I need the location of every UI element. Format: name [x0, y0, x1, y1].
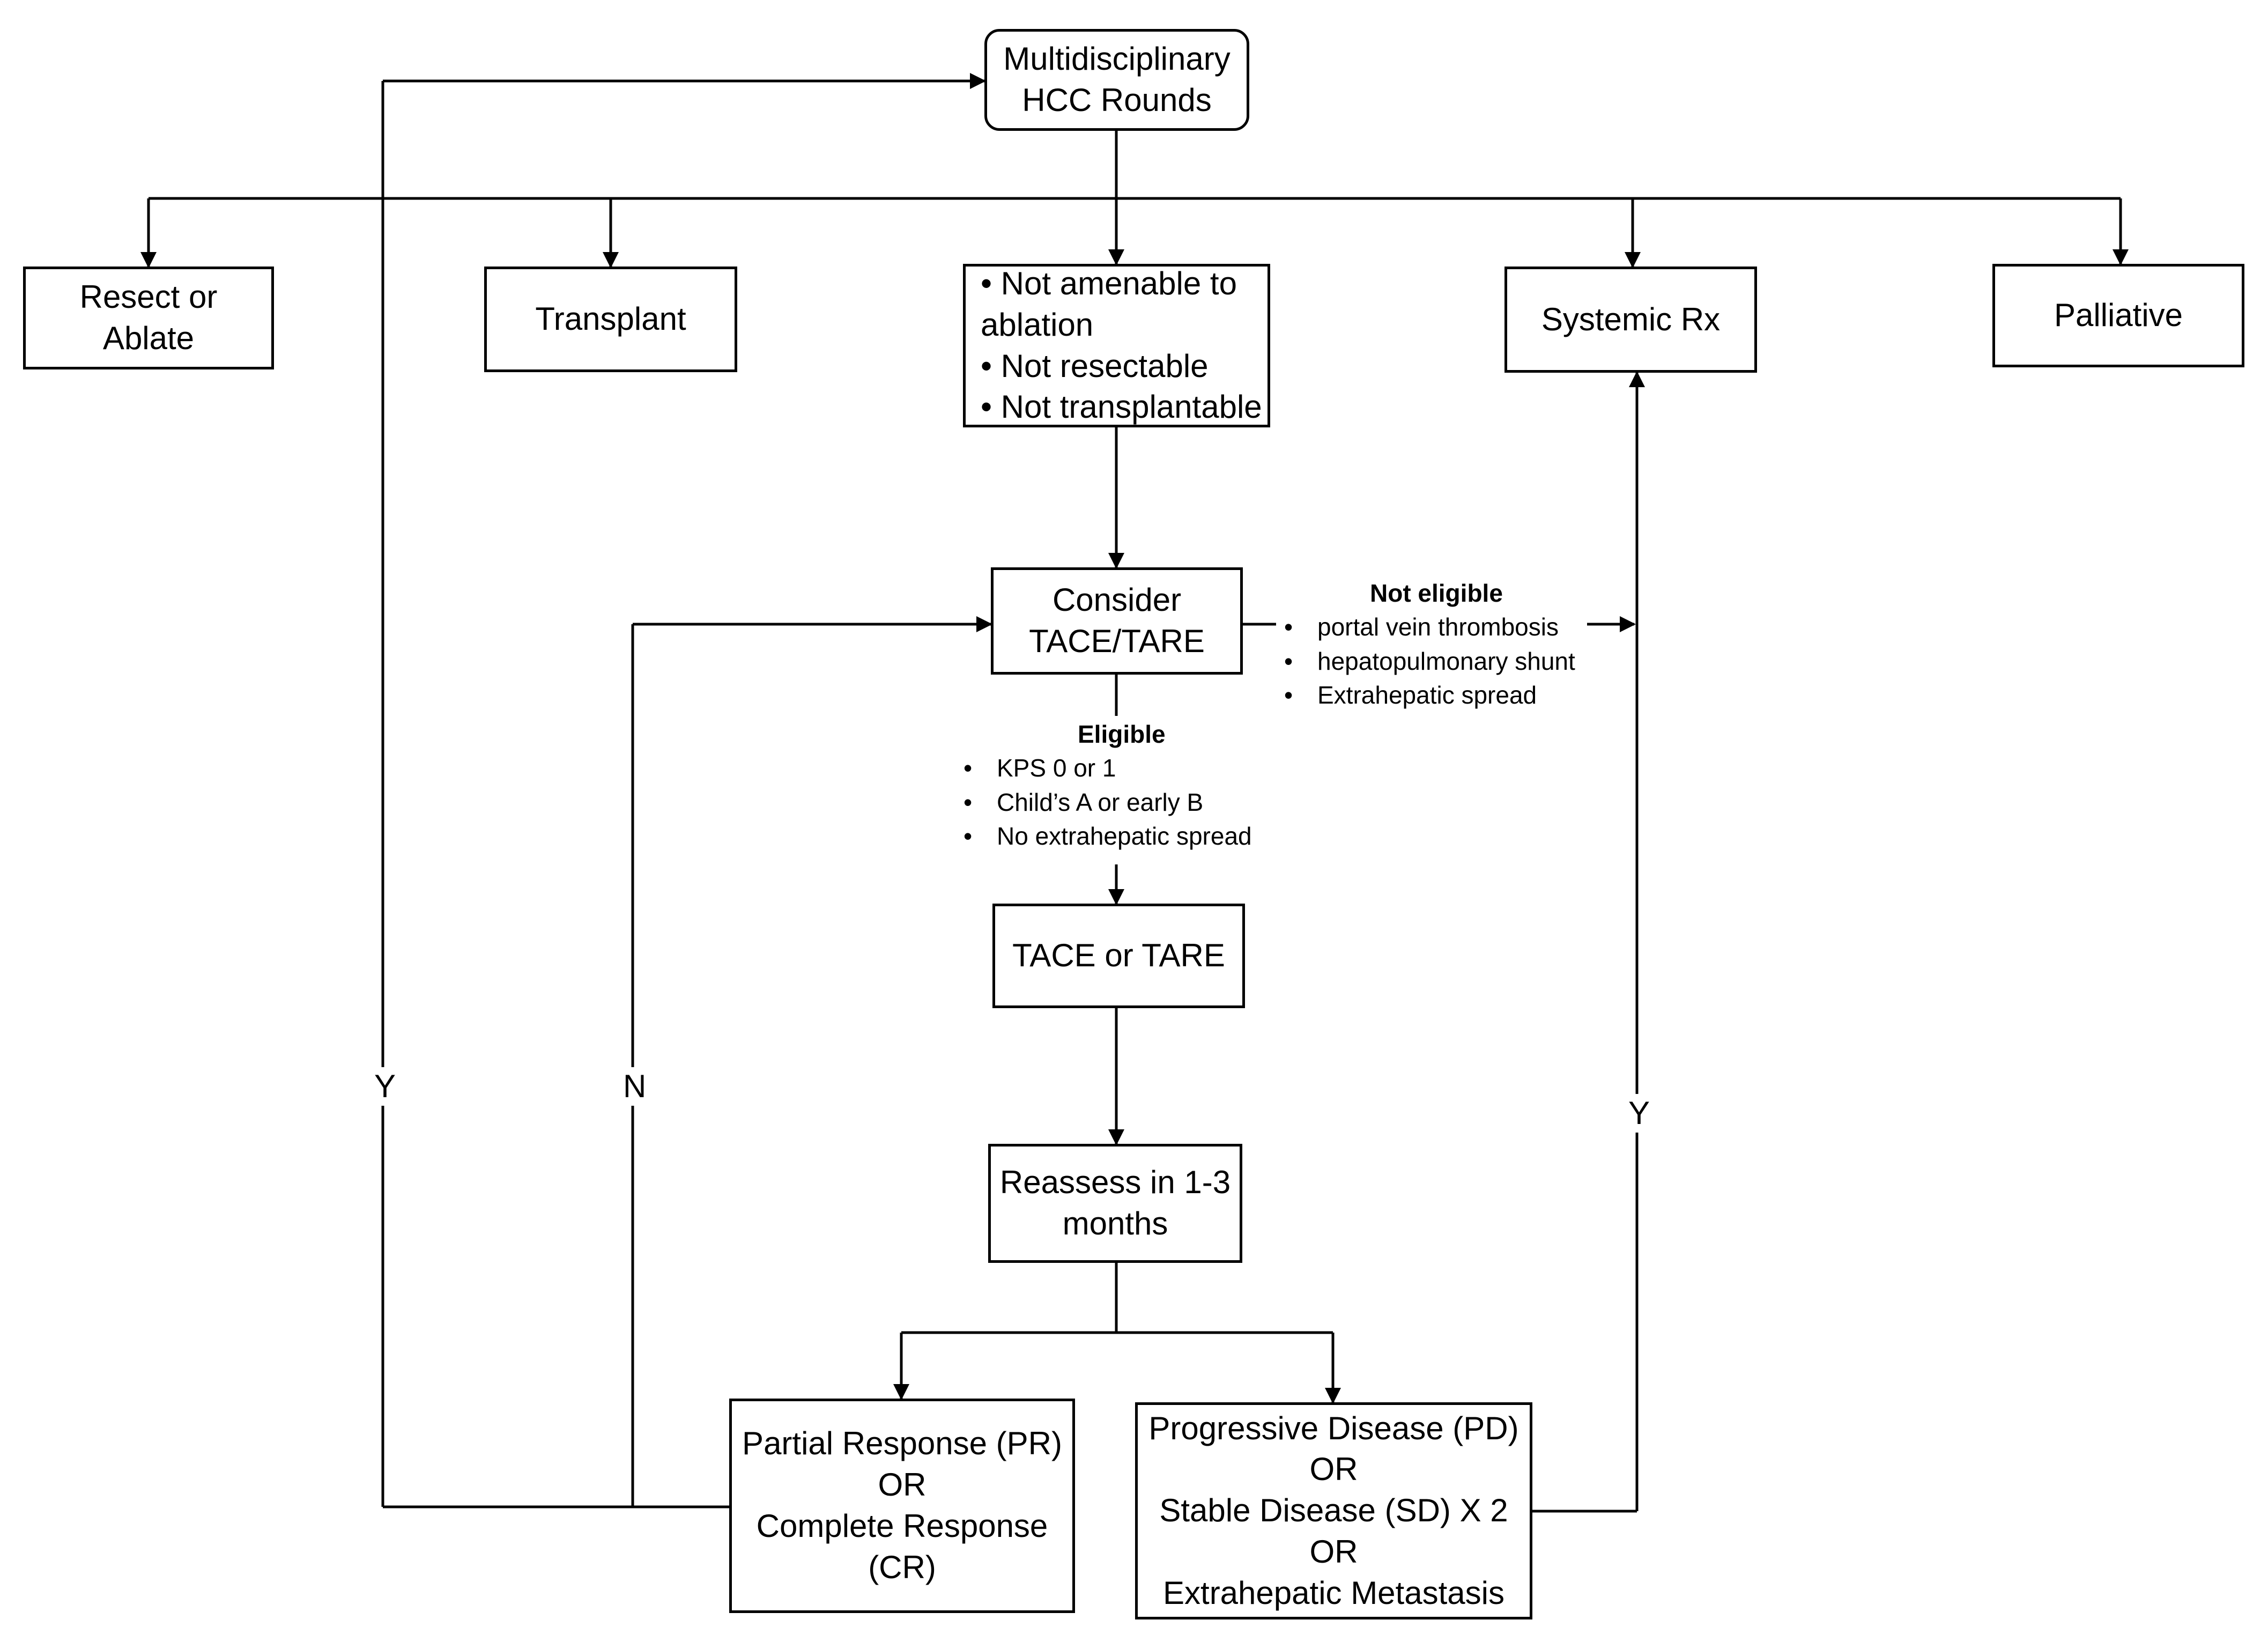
- not-amenable-line-4: • Not transplantable: [981, 389, 1262, 425]
- progression-line-5: Extrahepatic Metastasis: [1163, 1574, 1504, 1611]
- progression-line-4: OR: [1309, 1533, 1358, 1570]
- not-eligible-list: portal vein thrombosis hepatopulmonary s…: [1284, 610, 1606, 713]
- tace-or-tare-box: TACE or TARE: [992, 904, 1245, 1008]
- consider-tace-tare-box: Consider TACE/TARE: [991, 567, 1243, 675]
- response-line-3: Complete Response: [756, 1508, 1048, 1544]
- list-item: hepatopulmonary shunt: [1284, 645, 1606, 679]
- response-line-2: OR: [878, 1467, 927, 1503]
- list-item: Child’s A or early B: [963, 786, 1285, 820]
- reassess-line-1: Reassess in 1-3: [999, 1164, 1231, 1201]
- list-item: portal vein thrombosis: [1284, 610, 1606, 645]
- eligible-criteria: Eligible KPS 0 or 1 Child’s A or early B…: [963, 718, 1285, 854]
- eligible-list: KPS 0 or 1 Child’s A or early B No extra…: [963, 751, 1285, 854]
- not-amenable-line-1: • Not amenable to: [981, 265, 1237, 301]
- rounds-line-2: HCC Rounds: [1022, 82, 1212, 118]
- transplant-label: Transplant: [535, 301, 686, 337]
- consider-line-2: TACE/TARE: [1029, 623, 1205, 659]
- list-item: Extrahepatic spread: [1284, 678, 1606, 713]
- transplant-box: Transplant: [484, 267, 737, 372]
- response-line-4: (CR): [868, 1549, 936, 1585]
- progression-line-2: OR: [1309, 1451, 1358, 1488]
- systemic-label: Systemic Rx: [1541, 301, 1721, 337]
- resect-line-2: Ablate: [102, 320, 195, 356]
- not-amenable-box: • Not amenable to ablation • Not resecta…: [963, 264, 1270, 427]
- multidisciplinary-rounds-box: Multidisciplinary HCC Rounds: [984, 29, 1249, 131]
- tace-label: TACE or TARE: [1012, 937, 1225, 974]
- progression-line-1: Progressive Disease (PD): [1148, 1410, 1519, 1446]
- not-eligible-title: Not eligible: [1370, 579, 1503, 607]
- not-amenable-line-2: ablation: [981, 306, 1094, 343]
- response-line-1: Partial Response (PR): [742, 1425, 1062, 1462]
- palliative-box: Palliative: [1992, 264, 2244, 367]
- partial-complete-response-box: Partial Response (PR) OR Complete Respon…: [729, 1399, 1075, 1613]
- progression-line-3: Stable Disease (SD) X 2: [1159, 1492, 1508, 1529]
- list-item: KPS 0 or 1: [963, 751, 1285, 786]
- systemic-rx-box: Systemic Rx: [1504, 267, 1757, 373]
- not-eligible-criteria: Not eligible portal vein thrombosis hepa…: [1284, 576, 1606, 713]
- edge-label-y-right: Y: [1626, 1094, 1652, 1133]
- reassess-box: Reassess in 1-3 months: [988, 1144, 1242, 1263]
- edge-label-y-left: Y: [372, 1067, 398, 1106]
- not-amenable-line-3: • Not resectable: [981, 347, 1209, 384]
- edge-label-n-left: N: [621, 1067, 649, 1106]
- consider-line-1: Consider: [1052, 582, 1182, 618]
- list-item: No extrahepatic spread: [963, 819, 1285, 854]
- eligible-title: Eligible: [1078, 720, 1166, 748]
- reassess-line-2: months: [1062, 1205, 1168, 1241]
- progression-box: Progressive Disease (PD) OR Stable Disea…: [1135, 1402, 1532, 1619]
- palliative-label: Palliative: [2054, 297, 2183, 334]
- resect-ablate-box: Resect or Ablate: [23, 267, 274, 369]
- resect-line-1: Resect or: [79, 279, 218, 315]
- rounds-line-1: Multidisciplinary: [1003, 41, 1231, 77]
